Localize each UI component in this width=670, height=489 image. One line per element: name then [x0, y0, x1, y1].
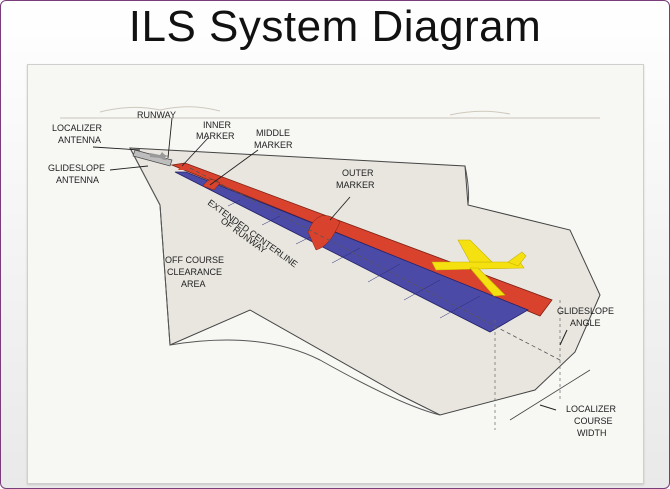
volume-edge-left [159, 204, 171, 346]
width-pointer [539, 404, 557, 411]
localizer-width-label-3: WIDTH [577, 428, 607, 438]
inner-marker-label-2: MARKER [196, 131, 235, 141]
ground-aircraft [150, 152, 169, 160]
localizer-beam-grid [227, 199, 481, 319]
outer-marker-label-2: MARKER [336, 180, 375, 190]
off-course-label-2: CLEARANCE [167, 267, 222, 277]
volume-bottom-curve [169, 339, 441, 416]
volume-right-notch [464, 165, 470, 206]
localizer-antenna-label-1: LOCALIZER [52, 123, 103, 133]
glideslope-angle-label-2: ANGLE [570, 318, 601, 328]
outer-marker-label-1: OUTER [342, 168, 374, 178]
off-course-label-1: OFF COURSE [165, 255, 224, 265]
off-course-label-3: AREA [181, 279, 206, 289]
middle-marker-lobe [202, 179, 221, 191]
inner-marker-lobe [178, 166, 188, 170]
angle-pointer [559, 329, 568, 346]
volume-edge-top [129, 147, 161, 206]
inner-marker-label-1: INNER [203, 120, 232, 130]
middle-marker-label-1: MIDDLE [256, 128, 290, 138]
glideslope-antenna-label-1: GLIDESLOPE [48, 163, 105, 173]
slide-title: ILS System Diagram [128, 2, 542, 51]
approaching-aircraft-icon [431, 239, 527, 297]
outer-marker-lobe [307, 215, 341, 251]
width-dimension-line [509, 369, 591, 421]
leader-lines [92, 117, 351, 221]
glideslope-angle-label-1: GLIDESLOPE [557, 306, 614, 316]
glideslope-antenna-label-2: ANTENNA [56, 175, 99, 185]
localizer-width-label-1: LOCALIZER [566, 404, 617, 414]
localizer-antenna-label-2: ANTENNA [58, 135, 101, 145]
distant-hills [99, 106, 511, 116]
dimension-guides [494, 300, 561, 430]
runway-label: RUNWAY [137, 110, 176, 120]
middle-marker-label-2: MARKER [254, 140, 293, 150]
localizer-width-label-2: COURSE [574, 416, 613, 426]
